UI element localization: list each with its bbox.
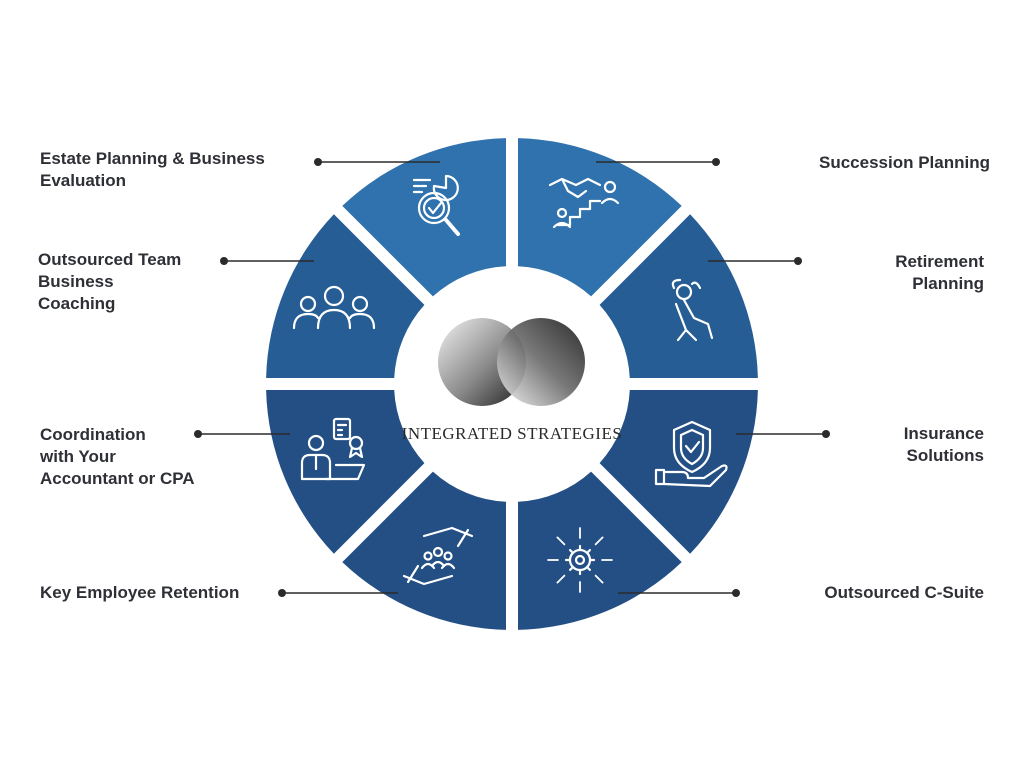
connector-dot-succession-planning [712, 158, 720, 166]
label-outsourced-c-suite: Outsourced C-Suite [824, 583, 984, 602]
segment-icons [292, 174, 728, 593]
label-key-employee-retention: Key Employee Retention [40, 583, 240, 602]
segment-outsourced-team-coaching [266, 214, 425, 378]
team-hands-icon [402, 526, 474, 586]
segment-coordination-accountant [266, 390, 425, 554]
wheel-segments [266, 138, 758, 630]
label-connectors [194, 158, 830, 597]
team-icon [292, 285, 376, 330]
label-succession-planning: Succession Planning [819, 153, 990, 172]
connector-dot-retirement-planning [794, 257, 802, 265]
relaxing-person-icon [671, 278, 714, 342]
brand-name: INTEGRATED STRATEGIES [402, 424, 623, 443]
segment-outsourced-c-suite [518, 471, 682, 630]
connector-dot-estate-planning [314, 158, 322, 166]
label-outsourced-team-coaching: Outsourced Team Business Coaching [38, 250, 182, 313]
segment-key-employee-retention [342, 471, 506, 630]
brand-logo: INTEGRATED STRATEGIES [402, 318, 623, 443]
label-retirement-planning: Retirement Planning [895, 252, 984, 293]
logo-right-circle [497, 318, 585, 406]
shield-hand-icon [654, 420, 728, 488]
segment-succession-planning [518, 138, 682, 297]
connector-dot-outsourced-c-suite [732, 589, 740, 597]
connector-dot-key-employee-retention [278, 589, 286, 597]
handshake-stairs-icon [548, 177, 620, 229]
label-insurance-solutions: Insurance Solutions [903, 424, 984, 465]
label-estate-planning: Estate Planning & Business Evaluation [40, 149, 265, 190]
gear-arrows-icon [547, 527, 613, 593]
connector-dot-coordination-accountant [194, 430, 202, 438]
segment-estate-planning [342, 138, 506, 297]
connector-dot-outsourced-team-coaching [220, 257, 228, 265]
analysis-magnifier-icon [412, 174, 460, 236]
connector-dot-insurance-solutions [822, 430, 830, 438]
label-coordination-accountant: Coordination with Your Accountant or CPA [40, 425, 195, 488]
accountant-icon [300, 417, 366, 481]
